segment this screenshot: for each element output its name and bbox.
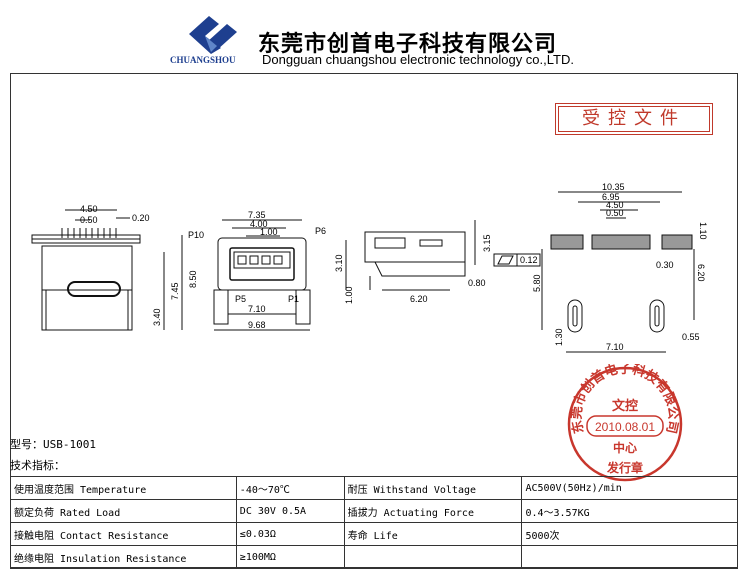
technical-drawing: 4.50 0.50 0.20 8.50 7.45 3.40 7.35 4.00 … (31, 182, 708, 353)
company-logo (189, 16, 237, 54)
spec-cell: AC500V(50Hz)/min (521, 476, 738, 500)
spec-cell: 0.4～3.57KG (521, 499, 738, 523)
dim-pcb-0.30: 0.30 (656, 260, 674, 270)
dim-pcb-10.35: 10.35 (602, 182, 625, 192)
dim-side-3.40: 3.40 (152, 308, 162, 326)
spec-cell: 插拔力 Actuating Force (343, 499, 523, 523)
dim-front-7.35: 7.35 (248, 210, 266, 220)
logo-text: CHUANGSHOU (170, 55, 236, 65)
dim-profile-6.20: 6.20 (410, 294, 428, 304)
dim-pcb-6.20: 6.20 (696, 264, 706, 282)
spec-cell: DC 30V 0.5A (235, 499, 345, 523)
dim-pcb-6.95: 6.95 (602, 192, 620, 202)
spec-cell: -40～70℃ (235, 476, 345, 500)
dim-profile-1.00: 1.00 (344, 286, 354, 304)
dim-side-4.50: 4.50 (80, 204, 98, 214)
dim-side-8.50: 8.50 (188, 270, 198, 288)
company-name-cn: 东莞市创首电子科技有限公司 (258, 31, 558, 57)
dim-pcb-1.30: 1.30 (554, 328, 564, 346)
spec-row: 绝缘电阻 Insulation Resistance≥100MΩ (10, 545, 738, 569)
spec-cell (343, 545, 523, 569)
pin-label-p1: P1 (288, 294, 299, 304)
dim-front-4.00: 4.00 (250, 219, 268, 229)
spec-cell: 使用温度范围 Temperature (10, 476, 237, 500)
document-control-seal: 东莞市创首电子科技有限公司 文控 2010.08.01 中心 发行章 (567, 364, 683, 482)
dim-front-9.68: 9.68 (248, 320, 266, 330)
spec-title: 技术指标： (10, 459, 65, 472)
dim-profile-3.15: 3.15 (482, 234, 492, 252)
front-view (213, 219, 311, 331)
spec-cell: 接触电阻 Contact Resistance (10, 522, 237, 546)
side-view (31, 209, 183, 331)
seal-center-top: 文控 (612, 398, 638, 413)
spec-cell: 额定负荷 Rated Load (10, 499, 237, 523)
pin-label-p5: P5 (235, 294, 246, 304)
spec-cell: 5000次 (521, 522, 738, 546)
seal-center-bottom: 中心 (613, 440, 637, 455)
seal-date: 2010.08.01 (595, 420, 655, 434)
dim-pcb-5.80: 5.80 (532, 274, 542, 292)
dim-pcb-0.50: 0.50 (606, 208, 624, 218)
controlled-document-stamp: 受控文件 (555, 103, 713, 135)
dim-pcb-0.55: 0.55 (682, 332, 700, 342)
pcb-layout (541, 191, 695, 353)
model-number: 型号：USB-1001 (10, 438, 96, 451)
dim-pcb-7.10: 7.10 (606, 342, 624, 352)
spec-cell: ≥100MΩ (235, 545, 345, 569)
spec-cell: ≤0.03Ω (235, 522, 345, 546)
spec-cell: 耐压 Withstand Voltage (343, 476, 523, 500)
dim-side-0.20: 0.20 (132, 213, 150, 223)
spec-cell: 绝缘电阻 Insulation Resistance (10, 545, 237, 569)
pin-label-p6: P6 (315, 226, 326, 236)
seal-footer: 发行章 (606, 460, 643, 475)
dim-side-7.45: 7.45 (170, 282, 180, 300)
profile-view (345, 220, 476, 291)
dim-profile-0.80: 0.80 (468, 278, 486, 288)
spec-cell: 寿命 Life (343, 522, 523, 546)
company-name-en: Dongguan chuangshou electronic technolog… (262, 52, 574, 67)
flatness-tolerance-value: 0.12 (520, 255, 538, 265)
dim-pcb-4.50: 4.50 (606, 200, 624, 210)
dim-front-1.00: 1.00 (260, 227, 278, 237)
dim-pcb-1.10: 1.10 (698, 222, 708, 240)
spec-cell (521, 545, 738, 569)
dim-side-0.50: 0.50 (80, 215, 98, 225)
dim-profile-3.10: 3.10 (334, 254, 344, 272)
pin-label-p10: P10 (188, 230, 204, 240)
dim-front-7.10: 7.10 (248, 304, 266, 314)
